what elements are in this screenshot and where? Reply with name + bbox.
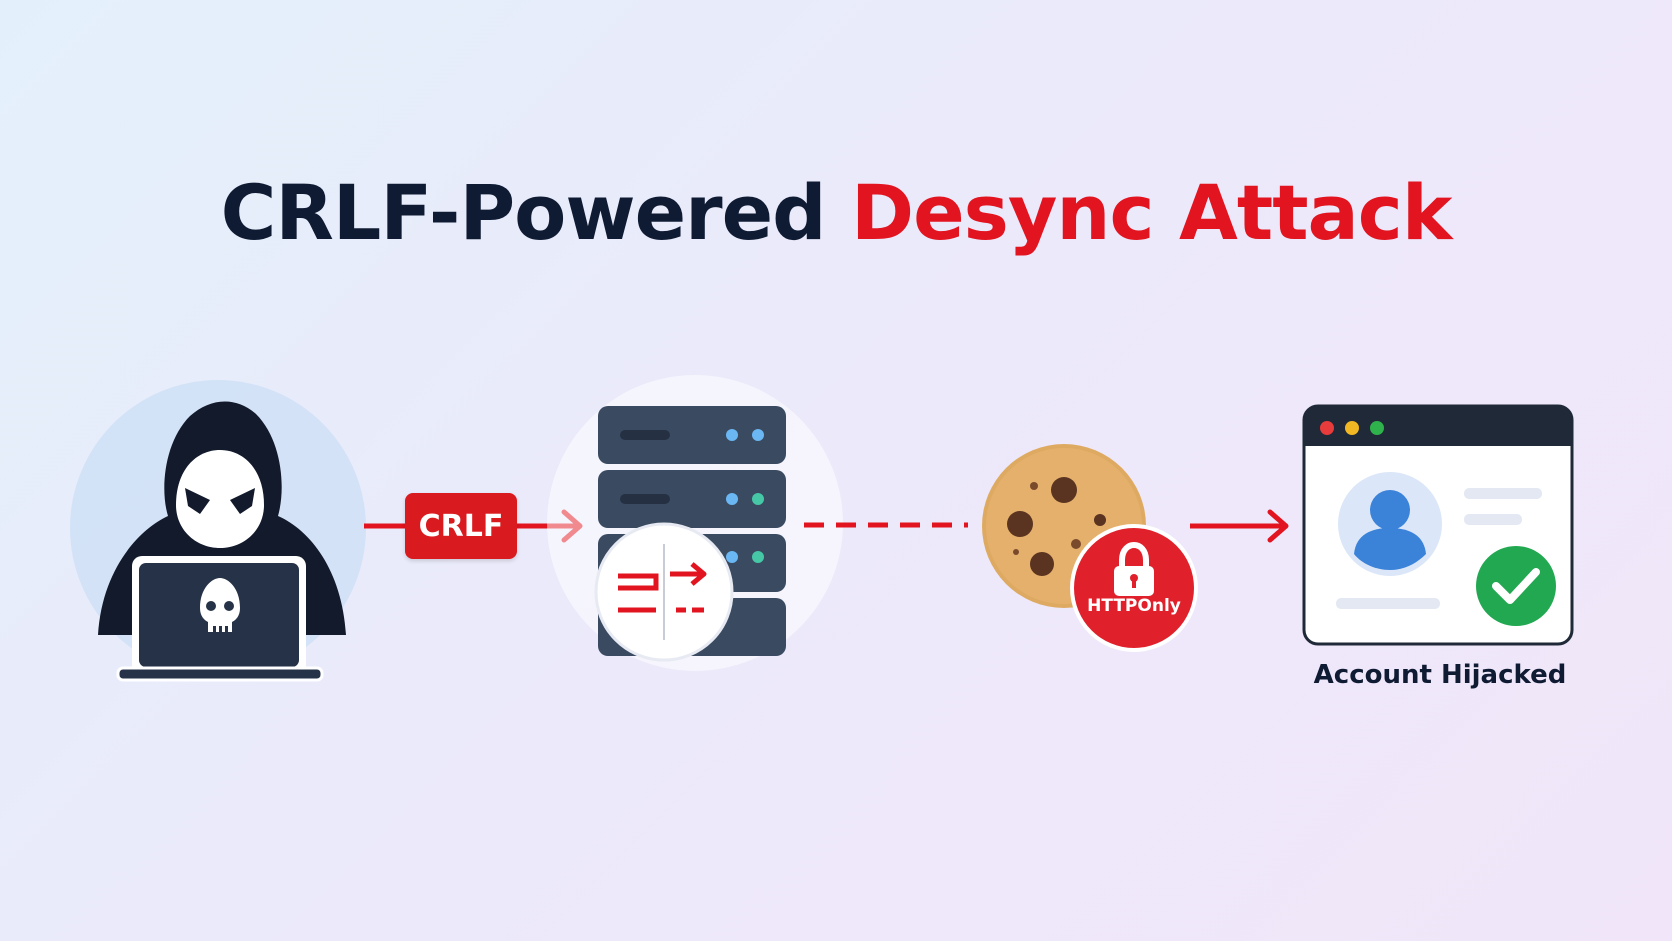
account-hijacked-caption: Account Hijacked <box>1313 660 1567 690</box>
window-close-dot <box>1320 421 1334 435</box>
dashed-connector <box>804 522 968 528</box>
http-only-badge <box>1070 524 1198 652</box>
page-title: CRLF-Powered Desync Attack <box>0 168 1672 257</box>
arrow-cookie-to-account <box>1190 509 1289 543</box>
crlf-badge: CRLF <box>405 493 517 559</box>
http-only-label: HTTPOnly <box>1087 596 1181 616</box>
server-unit-2 <box>598 470 786 528</box>
window-maximize-dot <box>1370 421 1384 435</box>
text-placeholder-line <box>1464 514 1522 525</box>
split-arrows-icon <box>594 522 734 662</box>
window-minimize-dot <box>1345 421 1359 435</box>
check-icon <box>1472 542 1560 630</box>
text-placeholder-line <box>1464 488 1542 499</box>
attacker-group <box>70 380 366 682</box>
server-unit-1 <box>598 406 786 464</box>
lock-icon <box>1114 541 1154 596</box>
title-main: CRLF-Powered <box>220 168 827 257</box>
title-accent: Desync Attack <box>851 168 1452 257</box>
text-placeholder-line <box>1336 598 1440 609</box>
browser-window-icon <box>1302 404 1574 646</box>
skull-icon <box>200 578 240 633</box>
user-avatar-icon <box>1338 472 1442 576</box>
